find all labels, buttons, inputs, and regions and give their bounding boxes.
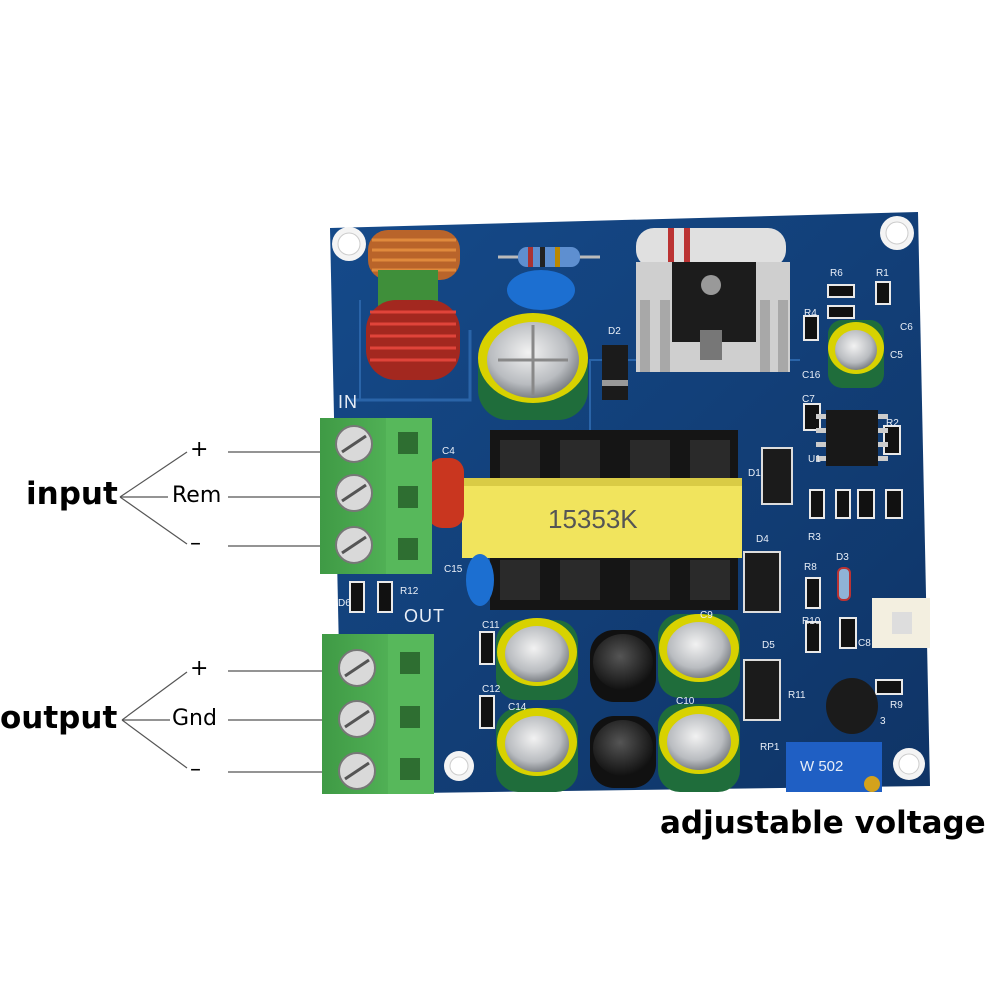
mounting-hole-bl xyxy=(444,751,474,781)
resistor-top xyxy=(498,247,600,267)
designator-u1: U1 xyxy=(808,454,821,465)
designator-d6: D6 xyxy=(338,598,351,609)
output-minus-label: – xyxy=(190,757,201,782)
mounting-hole-br xyxy=(893,748,925,780)
designator-c14: C14 xyxy=(508,702,527,713)
input-minus-label: – xyxy=(190,531,201,556)
designator-r1: R1 xyxy=(876,268,889,279)
silk-in-label: IN xyxy=(338,392,358,412)
designator-r11: R11 xyxy=(788,690,806,701)
ic-u1 xyxy=(816,410,888,466)
designator-c8: C8 xyxy=(858,638,871,649)
output-plus-label: + xyxy=(190,656,209,681)
designator-c7: C7 xyxy=(802,394,815,405)
silk-out-label: OUT xyxy=(404,606,445,626)
ceramic-cap-c15 xyxy=(466,554,494,606)
output-label: output xyxy=(0,700,118,736)
diode-d5 xyxy=(743,659,781,721)
inductor-black-2 xyxy=(590,716,656,788)
designator-3: 3 xyxy=(880,716,886,727)
designator-r9: R9 xyxy=(890,700,903,711)
designator-c5: C5 xyxy=(890,350,903,361)
designator-d1: D1 xyxy=(748,468,761,479)
designator-c15: C15 xyxy=(444,564,463,575)
electrolytic-cap-c10 xyxy=(658,704,740,792)
designator-c12: C12 xyxy=(482,684,501,695)
mounting-hole-tr xyxy=(880,216,914,250)
electrolytic-cap-large xyxy=(478,313,588,420)
designator-r3: R3 xyxy=(808,532,821,543)
output-callout-lines xyxy=(121,670,322,773)
inductor-black-1 xyxy=(590,630,656,702)
input-terminal-block xyxy=(320,418,432,574)
screw-output-minus xyxy=(338,752,376,790)
mounting-hole-tl xyxy=(332,227,366,261)
screw-input-rem xyxy=(335,474,373,512)
designator-c6: C6 xyxy=(900,322,913,333)
diode-d4 xyxy=(743,551,781,613)
designator-c9: C9 xyxy=(700,610,713,621)
transistor xyxy=(826,678,878,734)
designator-c10: C10 xyxy=(676,696,695,707)
toroid-inductor xyxy=(366,230,460,380)
screw-output-plus xyxy=(338,649,376,687)
screw-input-plus xyxy=(335,425,373,463)
transformer xyxy=(462,430,742,610)
diode-d3 xyxy=(837,567,851,601)
input-plus-label: + xyxy=(190,437,209,462)
designator-r2: R2 xyxy=(886,418,899,429)
designator-d4: D4 xyxy=(756,534,769,545)
designator-c4: C4 xyxy=(442,446,455,457)
designator-c11: C11 xyxy=(482,620,500,631)
electrolytic-cap-c14 xyxy=(496,708,578,792)
screw-output-gnd xyxy=(338,700,376,738)
input-label: input xyxy=(26,476,118,512)
ceramic-cap-blue xyxy=(507,270,575,310)
designator-r6: R6 xyxy=(830,268,843,279)
designator-rp1: RP1 xyxy=(760,742,780,753)
diode-d1 xyxy=(761,447,793,505)
input-rem-label: Rem xyxy=(172,483,222,508)
potentiometer-marking: W 502 xyxy=(800,758,844,775)
designator-r10: R10 xyxy=(802,616,821,627)
adjustable-voltage-label: adjustable voltage xyxy=(660,805,986,841)
film-cap-c4 xyxy=(428,458,464,528)
electrolytic-cap-c11 xyxy=(496,618,578,700)
designator-d2: D2 xyxy=(608,326,621,337)
designator-r4: R4 xyxy=(804,308,817,319)
designator-r8: R8 xyxy=(804,562,817,573)
electrolytic-cap-c5 xyxy=(828,320,884,388)
designator-r12: R12 xyxy=(400,586,419,597)
screw-input-minus xyxy=(335,526,373,564)
output-terminal-block xyxy=(322,634,434,794)
diode-d2 xyxy=(602,345,628,400)
designator-c16: C16 xyxy=(802,370,821,381)
designator-d5: D5 xyxy=(762,640,775,651)
designator-d3: D3 xyxy=(836,552,849,563)
input-callout-lines xyxy=(119,451,320,547)
heatsink-regulator xyxy=(636,228,790,372)
electrolytic-cap-c9 xyxy=(658,614,740,698)
potentiometer xyxy=(786,742,882,792)
output-gnd-label: Gnd xyxy=(172,706,217,731)
transformer-marking: 15353K xyxy=(548,504,638,534)
